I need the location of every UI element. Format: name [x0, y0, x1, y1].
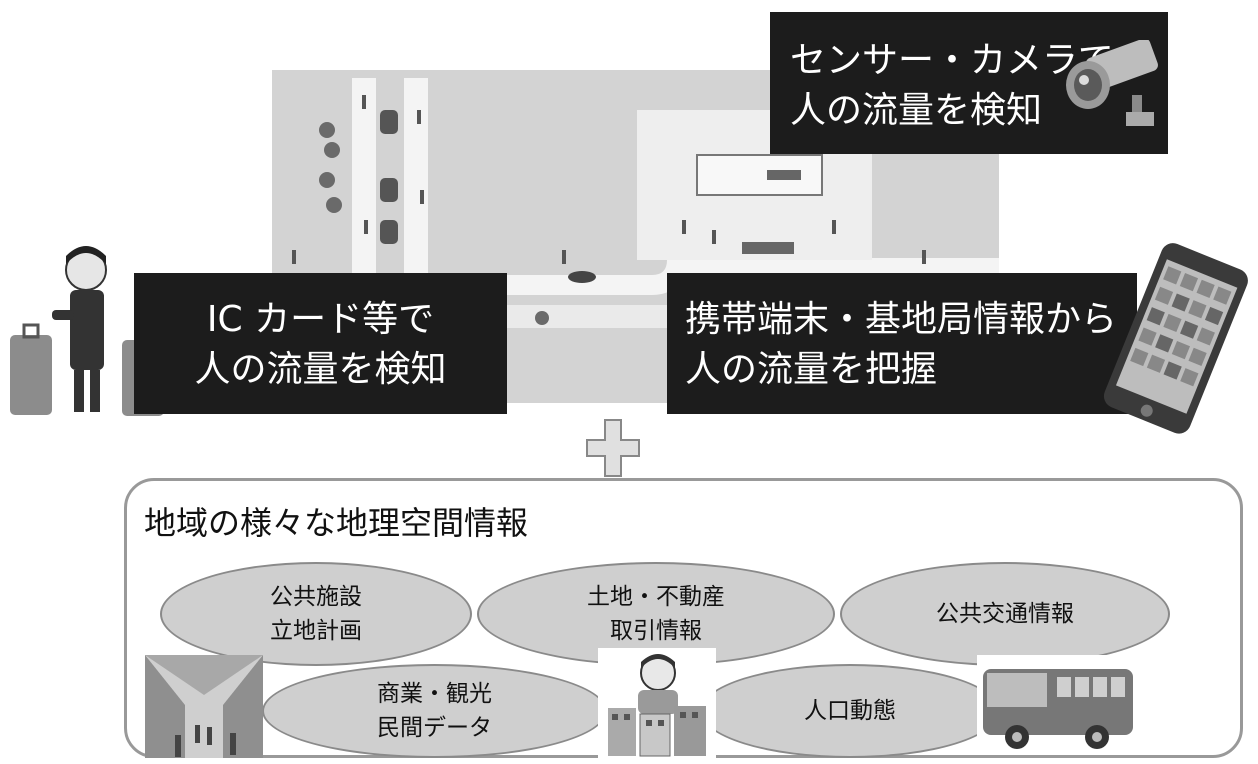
item-text: 商業・観光	[377, 681, 492, 707]
panel-title: 地域の様々な地理空間情報	[144, 504, 529, 542]
sensor-line1: センサー・カメラで	[790, 40, 1115, 81]
ic-card-callout: IC カード等で 人の流量を検知	[134, 273, 507, 414]
person-with-buildings-illustration	[598, 648, 716, 758]
item-text: 公共交通情報	[936, 601, 1074, 627]
item-text: 立地計画	[270, 618, 362, 644]
ellipse-public-facilities: 公共施設立地計画	[160, 562, 472, 666]
ic-line1: IC カード等で	[206, 299, 435, 340]
ellipse-public-transport: 公共交通情報	[840, 562, 1170, 666]
shopping-arcade-illustration	[145, 655, 263, 758]
item-text: 土地・不動産	[587, 584, 725, 610]
ic-line2: 人の流量を検知	[194, 349, 447, 390]
plus-icon	[586, 419, 640, 477]
item-text: 公共施設	[270, 584, 362, 610]
item-text: 人口動態	[804, 698, 896, 724]
ellipse-population: 人口動態	[700, 664, 1000, 758]
smartphone-icon	[1103, 243, 1248, 434]
item-text: 民間データ	[377, 715, 492, 741]
sensor-line2: 人の流量を検知	[790, 90, 1043, 131]
sensor-camera-callout: センサー・カメラで 人の流量を検知	[770, 12, 1168, 154]
item-text: 取引情報	[610, 618, 702, 644]
mobile-line2: 人の流量を把握	[685, 349, 938, 390]
mobile-line1: 携帯端末・基地局情報から	[685, 299, 1118, 340]
mobile-device-callout: 携帯端末・基地局情報から 人の流量を把握	[667, 273, 1137, 414]
security-camera-icon	[1066, 40, 1158, 126]
bus-illustration	[977, 655, 1142, 755]
ellipse-commerce-tourism: 商業・観光民間データ	[262, 664, 607, 758]
